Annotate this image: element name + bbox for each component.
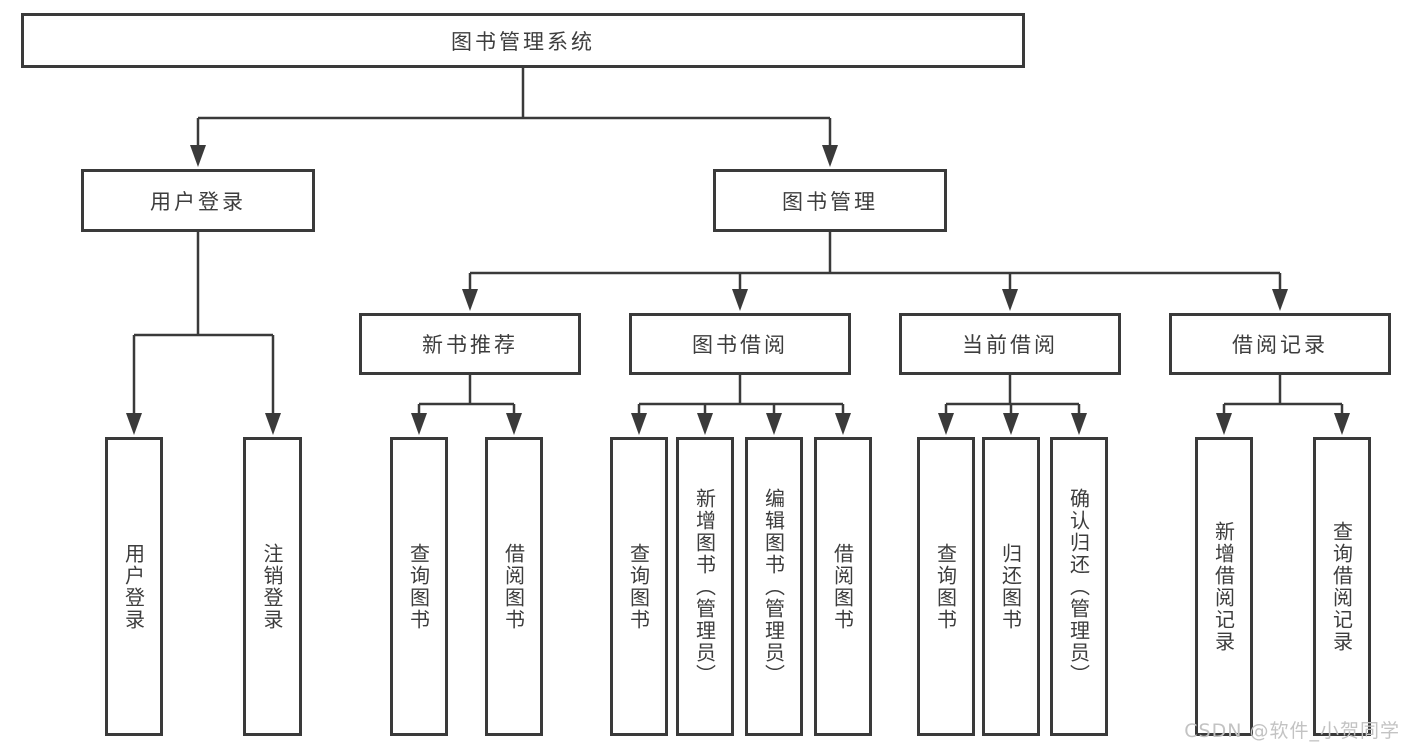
node-current-borrowing: 当前借阅 bbox=[899, 313, 1121, 375]
node-borrow-books-leaf-label: 借阅图书 bbox=[830, 542, 855, 631]
node-book-management-label: 图书管理 bbox=[782, 189, 878, 214]
node-query-books-recommend-label: 查询图书 bbox=[406, 542, 431, 631]
node-book-borrowing: 图书借阅 bbox=[629, 313, 851, 375]
arrow-down-icons bbox=[126, 145, 1350, 435]
node-add-borrow-record: 新增借阅记录 bbox=[1195, 437, 1253, 736]
node-user-login: 用户登录 bbox=[81, 169, 315, 232]
node-edit-books-admin-label: 编辑图书（管理员） bbox=[761, 487, 786, 686]
node-query-books-borrowing-label: 查询图书 bbox=[626, 542, 651, 631]
node-new-book-recommendation: 新书推荐 bbox=[359, 313, 581, 375]
node-borrow-books-leaf: 借阅图书 bbox=[814, 437, 872, 736]
node-book-borrowing-label: 图书借阅 bbox=[692, 333, 788, 357]
node-user-login-label: 用户登录 bbox=[150, 189, 246, 214]
node-query-books-recommend: 查询图书 bbox=[390, 437, 448, 736]
watermark: CSDN @软件_小贺同学 bbox=[1184, 720, 1400, 742]
node-user-login-leaf: 用户登录 bbox=[105, 437, 163, 736]
node-logout-label: 注销登录 bbox=[260, 542, 284, 631]
node-confirm-return-admin: 确认归还（管理员） bbox=[1050, 437, 1108, 736]
node-query-borrow-record: 查询借阅记录 bbox=[1313, 437, 1371, 736]
node-root: 图书管理系统 bbox=[21, 13, 1025, 68]
node-book-management: 图书管理 bbox=[713, 169, 947, 232]
node-user-login-leaf-label: 用户登录 bbox=[121, 542, 146, 631]
node-logout: 注销登录 bbox=[243, 437, 302, 736]
node-return-books: 归还图书 bbox=[982, 437, 1040, 736]
node-add-books-admin: 新增图书（管理员） bbox=[676, 437, 734, 736]
node-borrow-books-recommend: 借阅图书 bbox=[485, 437, 543, 736]
node-borrow-books-recommend-label: 借阅图书 bbox=[501, 542, 526, 631]
node-return-books-label: 归还图书 bbox=[998, 542, 1023, 631]
node-root-label: 图书管理系统 bbox=[451, 29, 595, 54]
node-borrowing-records-label: 借阅记录 bbox=[1232, 333, 1328, 357]
node-new-book-recommendation-label: 新书推荐 bbox=[422, 333, 518, 357]
node-borrowing-records: 借阅记录 bbox=[1169, 313, 1391, 375]
node-current-borrowing-label: 当前借阅 bbox=[962, 333, 1058, 357]
node-query-books-borrowing: 查询图书 bbox=[610, 437, 668, 736]
node-query-books-current-label: 查询图书 bbox=[933, 542, 958, 631]
node-edit-books-admin: 编辑图书（管理员） bbox=[745, 437, 803, 736]
node-query-borrow-record-label: 查询借阅记录 bbox=[1329, 520, 1354, 653]
node-query-books-current: 查询图书 bbox=[917, 437, 975, 736]
node-add-books-admin-label: 新增图书（管理员） bbox=[692, 487, 717, 686]
node-add-borrow-record-label: 新增借阅记录 bbox=[1211, 520, 1236, 653]
node-confirm-return-admin-label: 确认归还（管理员） bbox=[1066, 487, 1091, 686]
